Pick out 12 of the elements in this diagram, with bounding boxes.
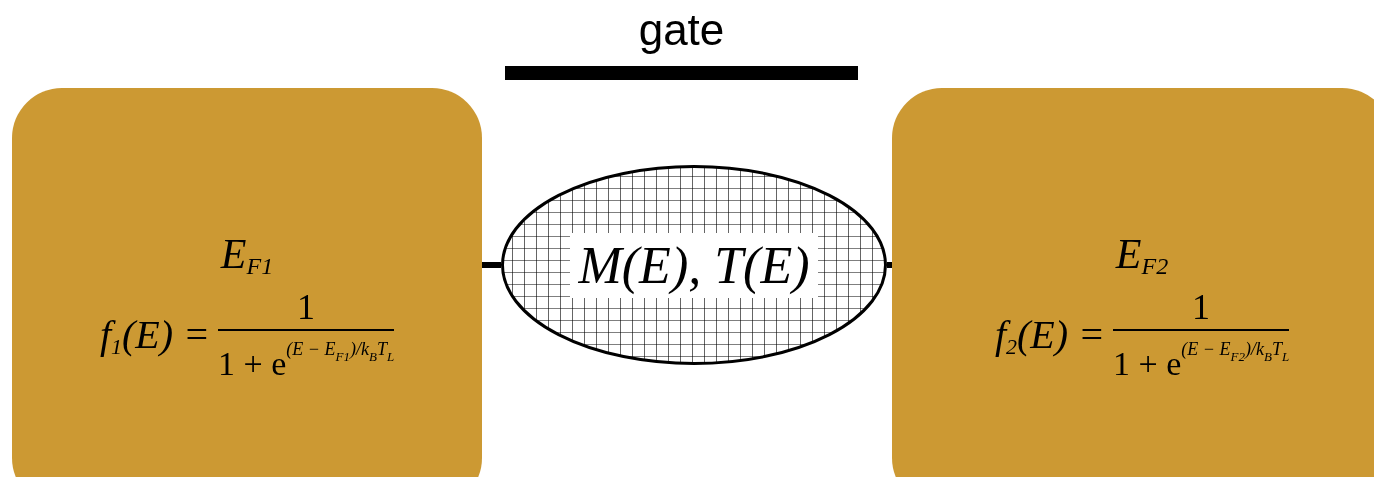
distribution-function: f$_{2}$(E) = bbox=[994, 315, 1106, 355]
wire-connector bbox=[482, 262, 501, 268]
fraction-numerator: 1 bbox=[1192, 289, 1211, 329]
gate-label: gate bbox=[638, 8, 725, 52]
channel-label: M(E), T(E) bbox=[570, 232, 818, 298]
contact-box bbox=[892, 88, 1374, 477]
contact-box bbox=[12, 88, 482, 477]
distribution-function: f$_{1}$(E) = bbox=[99, 315, 211, 355]
fermi-level-label: E$_{F1}$ bbox=[220, 233, 274, 275]
wire-connector bbox=[887, 262, 892, 268]
fermi-level-label: E$_{F2}$ bbox=[1115, 233, 1169, 275]
fraction-numerator: 1 bbox=[297, 289, 316, 329]
